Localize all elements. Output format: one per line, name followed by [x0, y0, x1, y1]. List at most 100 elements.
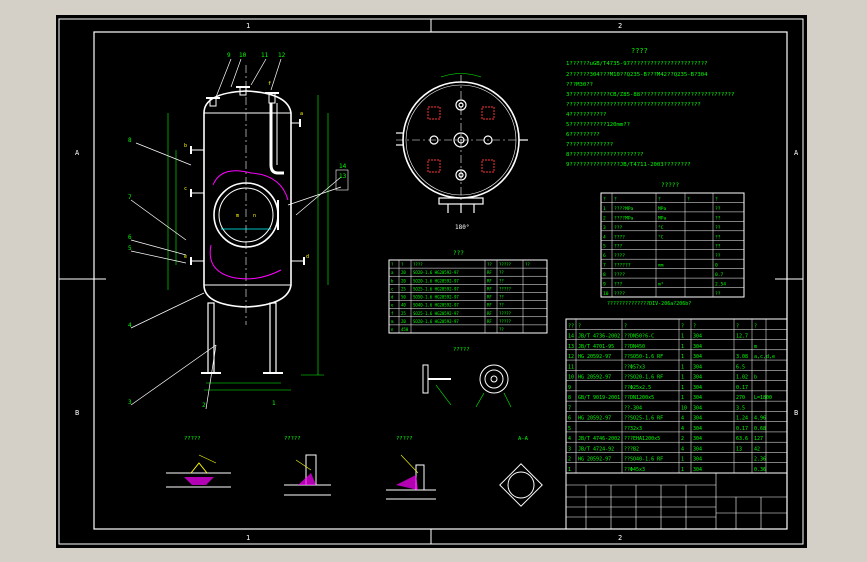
bom-header-3: ?: [681, 323, 684, 329]
spec-cell-8-0: 9: [603, 282, 606, 288]
bom-cell-0-5: 12.7: [736, 334, 748, 340]
bom-cell-13-6: 0.36: [754, 467, 766, 473]
leader-label-3: 3: [128, 399, 132, 406]
bom-cell-12-1: HG 20592-97: [578, 457, 611, 463]
nozzle-cell-1-2: SO20-1.6 HG20592-97: [413, 278, 459, 283]
bom-cell-10-1: JB/T 4746-2002: [578, 436, 620, 442]
note-line-2: 2??????304???M10??Q235-B???M42??Q235-B?3…: [566, 72, 708, 78]
nozzle-cell-1-0: b: [391, 278, 394, 283]
spec-cell-7-4: 0.7: [715, 272, 724, 278]
leader-label-14: 14: [339, 163, 347, 170]
bom-cell-5-2: ??Φ25x2.5: [624, 385, 651, 391]
bom-cell-7-4: 304: [693, 405, 702, 411]
leader-label-2: 2: [202, 402, 206, 409]
spec-cell-4-0: 5: [603, 244, 606, 250]
nozzle-header-0: ?: [391, 262, 394, 267]
bom-cell-11-6: 42: [754, 446, 760, 452]
leader-label-8: 8: [128, 137, 132, 144]
spec-header-1: ?: [614, 196, 617, 202]
bom-cell-3-0: 11: [568, 364, 574, 370]
nozzle-cell-7-0: n: [391, 327, 394, 332]
bom-cell-12-6: 2.36: [754, 457, 766, 463]
bom-cell-4-4: 304: [693, 375, 702, 381]
row-label-left-a: A: [75, 149, 80, 157]
spec-cell-8-2: m³: [658, 282, 664, 288]
nozzle-cell-3-2: SO50-1.6 HG20592-97: [413, 295, 459, 300]
weld-label-2: ?????: [284, 436, 301, 442]
bom-cell-2-6: a,c,d,e: [754, 354, 775, 360]
nozzle-cell-0-0: a: [391, 270, 394, 275]
bom-cell-8-6: 4.96: [754, 416, 766, 422]
bom-cell-7-5: 3.5: [736, 405, 745, 411]
flange-detail: ?????: [422, 347, 512, 408]
note-line-3: ???M30??: [566, 82, 593, 88]
spec-cell-7-0: 8: [603, 272, 606, 278]
title-block: [565, 472, 788, 530]
spec-header-3: ?: [687, 196, 690, 202]
leader-label-4: 4: [128, 322, 132, 329]
spec-cell-7-1: ????: [614, 272, 625, 278]
bom-cell-1-6: m: [754, 344, 757, 350]
internal-pipe: [269, 103, 284, 175]
spec-table-footer: ??????????????DIV-206a?206b?: [607, 301, 691, 307]
weld-details: ????? ????? ????? A-A: [166, 436, 543, 507]
bom-cell-0-4: 304: [693, 334, 702, 340]
bom-cell-13-2: ??Φ45x3: [624, 467, 645, 473]
bom-cell-6-0: 8: [568, 395, 571, 401]
bom-cell-12-0: 2: [568, 457, 571, 463]
detail-label: ?????: [453, 347, 470, 353]
row-label-right-a: A: [794, 149, 799, 157]
bom-cell-9-0: 5: [568, 426, 571, 432]
bom-cell-6-2: ??DN1200x5: [624, 395, 654, 401]
note-line-5: ????????????????????????????????????????: [566, 102, 701, 108]
nozzle-cell-2-2: SO25-1.6 HG20592-97: [413, 286, 459, 291]
nozzle-cell-2-3: RF: [487, 286, 492, 291]
bom-cell-9-3: 4: [681, 426, 684, 432]
bom-cell-2-2: ??SO50-1.6 RF: [624, 354, 663, 360]
spec-cell-6-0: 7: [603, 263, 606, 269]
bom-cell-4-3: 1: [681, 375, 684, 381]
top-view-angle: 180°: [455, 224, 469, 231]
leader-label-6: 6: [128, 234, 132, 241]
bom-header-1: ?: [578, 323, 581, 329]
spec-cell-3-2: °C: [658, 234, 664, 240]
nozzle-cell-6-1: 20: [401, 319, 406, 324]
bom-cell-5-5: 0.17: [736, 385, 748, 391]
spec-header-0: ?: [603, 196, 606, 202]
spec-cell-1-4: ??: [715, 215, 721, 221]
col-label-bottom-1: 1: [246, 534, 250, 542]
bom-cell-3-4: 304: [693, 364, 702, 370]
nozzle-table-title: ???: [453, 250, 464, 257]
bom-cell-7-0: 7: [568, 405, 571, 411]
nozzle-cell-7-1: 450: [401, 327, 409, 332]
bom-cell-7-3: 10: [681, 405, 687, 411]
bom-cell-11-0: 3: [568, 446, 571, 452]
nozzle-cell-1-3: RF: [487, 278, 492, 283]
bom-cell-2-1: HG 20592-97: [578, 354, 611, 360]
col-label-bottom-2: 2: [618, 534, 622, 542]
nozzle-cell-0-1: 20: [401, 270, 406, 275]
bom-header-4: ?: [693, 323, 696, 329]
nozzle-cell-4-1: 40: [401, 303, 406, 308]
bom-cell-3-3: 1: [681, 364, 684, 370]
nozzle-cell-4-4: ??: [499, 303, 504, 308]
bom-header-0: ??: [568, 323, 574, 329]
nozzle-letter-d: d: [306, 254, 309, 260]
bom-cell-6-4: 304: [693, 395, 702, 401]
notes-title: ????: [631, 47, 648, 55]
leader-label-7: 7: [128, 194, 132, 201]
spec-cell-2-1: ???: [614, 225, 623, 231]
nozzle-cell-0-2: SO20-1.6 HG20592-97: [413, 270, 459, 275]
bom-cell-12-4: 304: [693, 457, 702, 463]
bom-cell-11-4: 304: [693, 446, 702, 452]
bom-cell-8-0: 6: [568, 416, 571, 422]
nozzle-cell-2-4: ?????: [499, 286, 512, 291]
note-line-7: 5???????????120mm??: [566, 122, 630, 128]
spec-cell-1-2: MPa: [658, 215, 667, 221]
bom-cell-11-2: ???B2: [624, 446, 639, 452]
davit-path: [212, 170, 289, 201]
bom-cell-1-3: 1: [681, 344, 684, 350]
front-view: 9 10 11 12 8 7 6 5 4 3 2 1 14 13 a b c d…: [128, 52, 349, 410]
nozzle-header-2: ????: [413, 262, 423, 267]
